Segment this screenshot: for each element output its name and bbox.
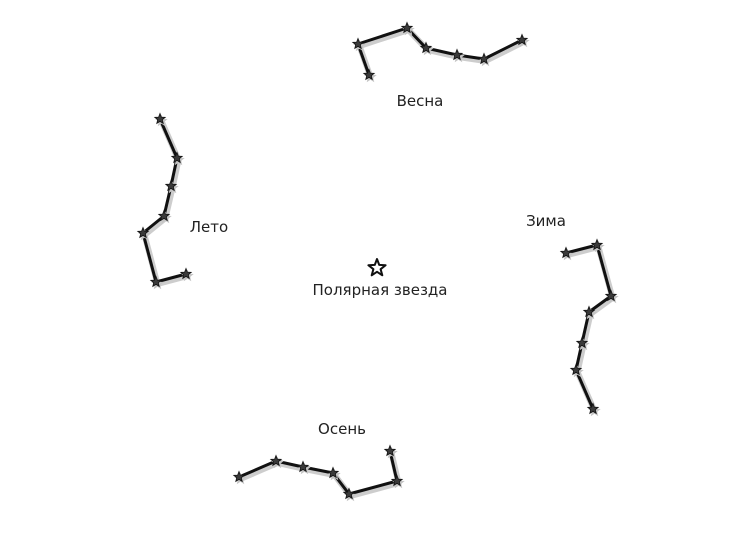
winter-star-icon-7 (586, 402, 600, 415)
summer-segment-shadow-2 (169, 157, 182, 191)
summer-star-icon-1 (153, 112, 167, 125)
autumn-star-icon-4 (326, 466, 340, 479)
winter-segment-shadow-3 (587, 295, 616, 317)
summer-segment-1 (158, 117, 179, 160)
polaris-star (367, 258, 387, 277)
label-winter: Зима (526, 212, 566, 230)
winter-segment-2 (595, 243, 613, 298)
label-polaris: Полярная звезда (313, 281, 448, 299)
winter-star-icon-3 (604, 289, 618, 302)
summer-star-icon-3 (164, 179, 178, 192)
spring-star-icon-2 (351, 37, 365, 50)
winter-star-icon-4 (582, 305, 596, 318)
label-autumn: Осень (318, 420, 366, 438)
constellations-layer (136, 21, 619, 502)
winter-star-icon-1 (559, 246, 573, 259)
autumn-star-icon-7 (383, 444, 397, 457)
summer-star-icon-7 (179, 267, 193, 280)
spring-star-icon-6 (477, 52, 491, 65)
winter-star-icon-6 (569, 363, 583, 376)
autumn-star-icon-6 (390, 474, 404, 487)
autumn-segment-shadow-1 (237, 460, 281, 482)
constellation-spring (351, 21, 530, 83)
autumn-star-icon-5 (342, 487, 356, 500)
spring-segment-6 (482, 38, 524, 61)
spring-segment-shadow-2 (356, 27, 412, 49)
summer-star-icon-4 (157, 209, 171, 222)
winter-star-icon-2 (590, 238, 604, 251)
summer-segment-5 (141, 231, 158, 284)
autumn-star-icon-3 (296, 460, 310, 473)
summer-star-icon-6 (149, 275, 163, 288)
autumn-star-icon-1 (232, 470, 246, 483)
constellation-summer (136, 112, 194, 290)
label-summer: Лето (190, 218, 228, 236)
winter-star-icon-5 (575, 336, 589, 349)
winter-segment-shadow-5 (574, 342, 587, 375)
spring-segment-shadow-6 (482, 39, 527, 64)
summer-segment-shadow-4 (141, 215, 169, 238)
autumn-segment-shadow-3 (301, 466, 338, 478)
constellation-winter (559, 238, 619, 417)
summer-star-icon-5 (136, 226, 150, 239)
polaris-star-icon (367, 258, 387, 277)
spring-segment-1 (356, 42, 371, 77)
summer-star-icon-2 (170, 151, 184, 164)
summer-segment-4 (141, 214, 166, 235)
spring-star-icon-3 (400, 21, 414, 34)
spring-star-icon-7 (515, 33, 529, 46)
summer-segment-shadow-3 (162, 185, 176, 221)
autumn-segment-5 (347, 479, 399, 496)
spring-star-icon-5 (450, 48, 464, 61)
label-spring: Весна (397, 92, 444, 110)
autumn-segment-shadow-5 (347, 480, 402, 499)
spring-segment-2 (356, 26, 409, 46)
winter-segment-shadow-4 (580, 311, 594, 348)
spring-star-icon-4 (419, 41, 433, 54)
winter-segment-6 (574, 368, 595, 411)
constellation-autumn (232, 444, 405, 502)
autumn-star-icon-2 (269, 454, 283, 467)
spring-star-icon-1 (362, 68, 376, 81)
winter-segment-3 (587, 294, 613, 314)
autumn-segment-1 (237, 459, 278, 479)
